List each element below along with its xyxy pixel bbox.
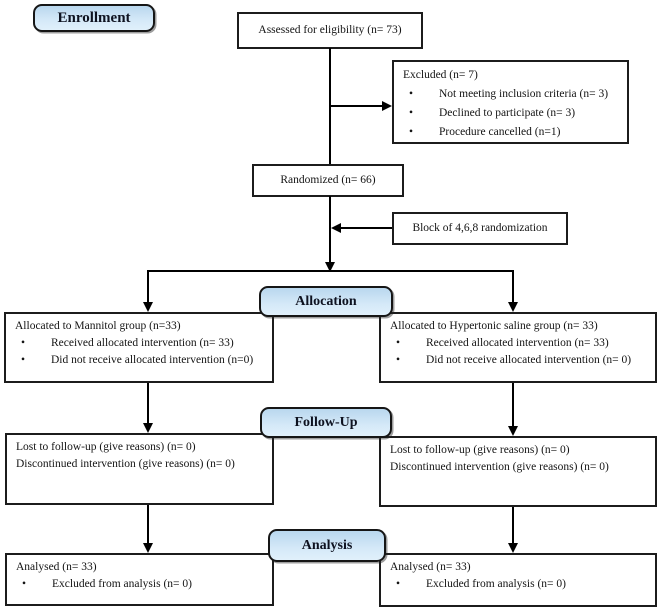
bullet-icon: •: [396, 337, 401, 349]
assessed-eligibility-text: Assessed for eligibility (n= 73): [258, 24, 402, 36]
flow-line-block-note: [340, 227, 392, 229]
randomized-box: Randomized (n= 66): [252, 164, 404, 197]
bullet-icon: •: [21, 337, 26, 349]
assessed-eligibility-box: Assessed for eligibility (n= 73): [237, 12, 423, 49]
analysis-hypertonic-bullet-1: • Excluded from analysis (n= 0): [381, 576, 655, 593]
allocation-hypertonic-title: Allocated to Hypertonic saline group (n=…: [390, 320, 598, 332]
analysis-stage-label: Analysis: [301, 537, 353, 553]
allocation-stage-badge: Allocation: [259, 286, 393, 317]
allocation-stage-label: Allocation: [295, 293, 357, 309]
arrowhead-mannitol-analysis: [143, 543, 153, 553]
followup-mannitol-box: Lost to follow-up (give reasons) (n= 0) …: [5, 433, 274, 505]
analysis-mannitol-bullet-1-text: Excluded from analysis (n= 0): [52, 578, 192, 590]
excluded-bullet-2-text: Declined to participate (n= 3): [439, 107, 576, 119]
flow-line-hypertonic-followup-to-analysis: [512, 507, 514, 543]
flow-line-randomized-to-split: [329, 196, 331, 263]
followup-stage-label: Follow-Up: [294, 414, 358, 430]
enrollment-stage-label: Enrollment: [57, 9, 131, 26]
analysis-hypertonic-bullet-1-text: Excluded from analysis (n= 0): [426, 578, 566, 590]
excluded-bullet-1-text: Not meeting inclusion criteria (n= 3): [439, 88, 609, 100]
followup-mannitol-line-2: Discontinued intervention (give reasons)…: [16, 458, 235, 470]
arrowhead-to-split: [325, 262, 335, 272]
allocation-hypertonic-bullet-1: • Received allocated intervention (n= 33…: [381, 335, 655, 352]
excluded-bullet-2: • Declined to participate (n= 3): [394, 104, 627, 123]
allocation-mannitol-bullet-2: • Did not receive allocated intervention…: [6, 352, 272, 369]
bullet-icon: •: [409, 88, 414, 100]
followup-hypertonic-line-1: Lost to follow-up (give reasons) (n= 0): [390, 444, 570, 456]
allocation-hypertonic-box: Allocated to Hypertonic saline group (n=…: [379, 312, 657, 383]
followup-stage-badge: Follow-Up: [260, 407, 392, 438]
arrowhead-to-hypertonic-allocation: [508, 302, 518, 312]
bullet-icon: •: [21, 354, 26, 366]
arrowhead-to-mannitol-allocation: [143, 302, 153, 312]
flow-line-split-to-mannitol: [147, 270, 149, 304]
arrowhead-to-excluded: [382, 101, 392, 111]
arrowhead-mannitol-followup: [143, 423, 153, 433]
allocation-mannitol-bullet-2-text: Did not receive allocated intervention (…: [51, 354, 254, 366]
analysis-mannitol-box: Analysed (n= 33) • Excluded from analysi…: [5, 553, 274, 606]
block-randomization-box: Block of 4,6,8 randomization: [392, 212, 568, 245]
arrowhead-hypertonic-analysis: [508, 543, 518, 553]
block-randomization-text: Block of 4,6,8 randomization: [412, 222, 548, 234]
analysis-mannitol-title: Analysed (n= 33): [16, 561, 97, 573]
flow-line-split-to-hypertonic: [512, 270, 514, 304]
bullet-icon: •: [409, 107, 414, 119]
flow-line-to-excluded: [330, 105, 384, 107]
excluded-bullet-3-text: Procedure cancelled (n=1): [439, 126, 561, 138]
excluded-bullet-1: • Not meeting inclusion criteria (n= 3): [394, 85, 627, 104]
flow-line-mannitol-followup-to-analysis: [147, 505, 149, 543]
excluded-bullet-3: • Procedure cancelled (n=1): [394, 123, 627, 142]
bullet-icon: •: [409, 126, 414, 138]
excluded-box: Excluded (n= 7) • Not meeting inclusion …: [392, 60, 629, 144]
analysis-hypertonic-title: Analysed (n= 33): [390, 561, 471, 573]
flow-line-hypertonic-alloc-to-followup: [512, 383, 514, 427]
allocation-hypertonic-bullet-2-text: Did not receive allocated intervention (…: [426, 354, 632, 366]
allocation-mannitol-title: Allocated to Mannitol group (n=33): [15, 320, 181, 332]
bullet-icon: •: [22, 578, 27, 590]
flow-line-mannitol-alloc-to-followup: [147, 383, 149, 423]
allocation-mannitol-bullet-1-text: Received allocated intervention (n= 33): [51, 337, 234, 349]
allocation-mannitol-box: Allocated to Mannitol group (n=33) • Rec…: [4, 312, 274, 383]
followup-mannitol-line-1: Lost to follow-up (give reasons) (n= 0): [16, 441, 196, 453]
excluded-title: Excluded (n= 7): [403, 69, 478, 81]
analysis-mannitol-bullet-1: • Excluded from analysis (n= 0): [7, 576, 272, 593]
analysis-hypertonic-box: Analysed (n= 33) • Excluded from analysi…: [379, 553, 657, 607]
arrowhead-hypertonic-followup: [508, 426, 518, 436]
enrollment-stage-badge: Enrollment: [33, 4, 155, 32]
arrowhead-block-note: [331, 223, 341, 233]
allocation-hypertonic-bullet-2: • Did not receive allocated intervention…: [381, 352, 655, 369]
analysis-stage-badge: Analysis: [268, 529, 386, 562]
allocation-mannitol-bullet-1: • Received allocated intervention (n= 33…: [6, 335, 272, 352]
allocation-hypertonic-bullet-1-text: Received allocated intervention (n= 33): [426, 337, 609, 349]
bullet-icon: •: [396, 578, 401, 590]
followup-hypertonic-line-2: Discontinued intervention (give reasons)…: [390, 461, 609, 473]
followup-hypertonic-box: Lost to follow-up (give reasons) (n= 0) …: [379, 436, 657, 507]
bullet-icon: •: [396, 354, 401, 366]
randomized-text: Randomized (n= 66): [280, 174, 376, 186]
